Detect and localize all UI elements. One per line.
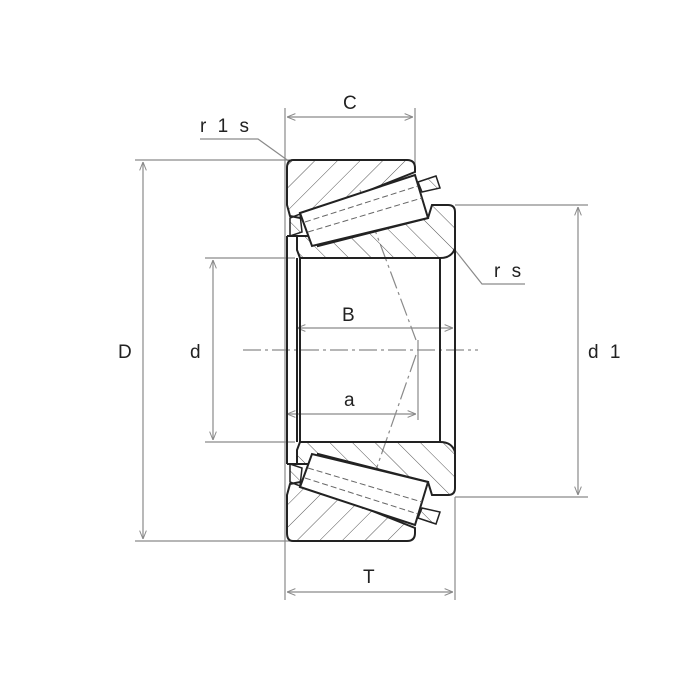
label-C: C	[343, 93, 360, 114]
leader-rs	[454, 249, 525, 285]
cage	[289, 175, 441, 525]
label-D: D	[118, 342, 135, 363]
label-d1: d 1	[588, 342, 624, 363]
bore-lines	[286, 235, 456, 465]
label-T: T	[363, 567, 378, 588]
label-rs: r s	[494, 261, 525, 282]
leader-r1s	[200, 138, 291, 163]
roller-bottom	[298, 452, 430, 527]
label-a: a	[344, 390, 358, 411]
extension-lines	[135, 108, 588, 600]
label-B: B	[342, 305, 358, 326]
label-d: d	[190, 342, 204, 363]
center-lines	[243, 189, 478, 511]
leader-lines	[200, 138, 525, 285]
roller-top	[298, 173, 430, 248]
dimension-lines	[143, 117, 578, 592]
label-r1s: r 1 s	[200, 116, 252, 137]
